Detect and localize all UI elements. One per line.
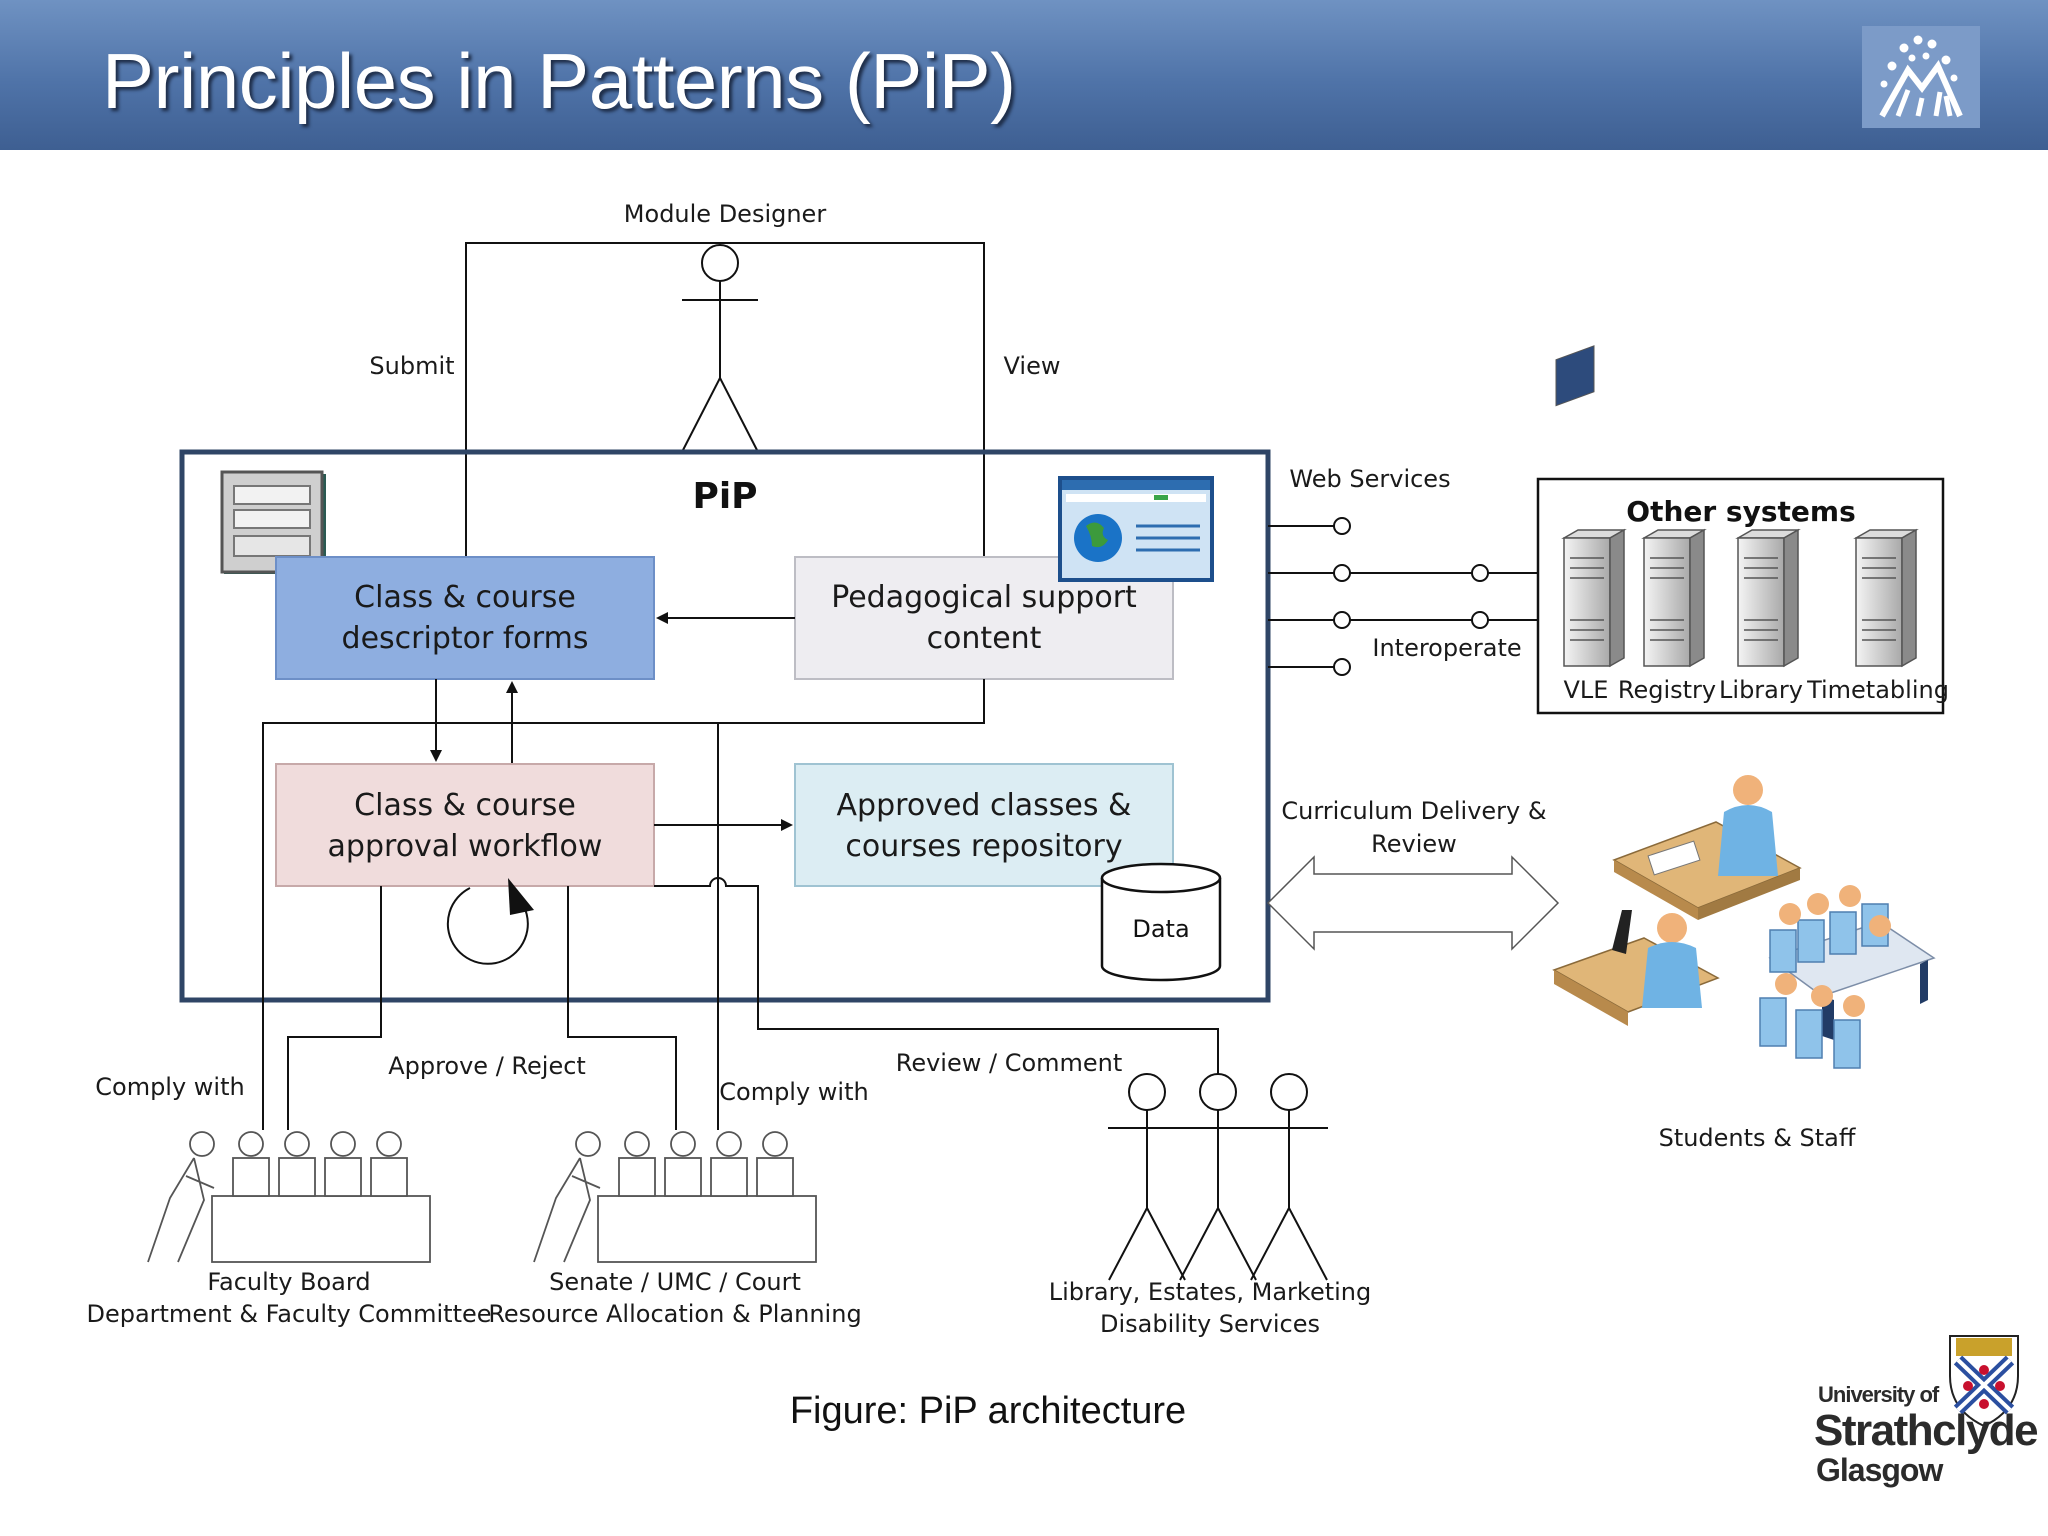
web-page-icon [1058,476,1214,582]
faculty-label-line2: Department & Faculty Committee [86,1300,491,1328]
approve-reject-label: Approve / Reject [388,1052,586,1080]
submit-view-connector [465,242,985,557]
submit-label: Submit [369,352,454,380]
review-comment-label: Review / Comment [896,1049,1123,1077]
pedagogical-label-line1: Pedagogical support [831,580,1137,615]
support-services-label-line2: Disability Services [1100,1310,1320,1338]
descriptor-forms-label-line1: Class & course [354,580,576,615]
curriculum-delivery-double-arrow [1266,855,1560,951]
module-designer-actor-icon [681,244,759,453]
data-store-label: Data [1132,915,1189,943]
repository-box [794,763,1174,887]
workflow-cycle-icon [446,878,534,965]
figure-caption: Figure: PiP architecture [789,1390,1187,1432]
strathclyde-logo: University of Strathclyde Glasgow [1810,1330,2039,1490]
pedagogical-label-line2: content [927,621,1042,656]
workflow-label-line1: Class & course [354,788,576,823]
university-emblem-icon [1862,26,1980,128]
comply-with-label-1: Comply with [95,1073,244,1101]
slide-header: Principles in Patterns (PiP) [0,0,2048,150]
approval-workflow-box [275,763,655,887]
system-registry: Registry [1618,676,1716,704]
repository-label-line1: Approved classes & [837,788,1132,823]
system-timetabling: Timetabling [1806,676,1949,704]
support-services-actors-icon [1108,1073,1328,1281]
stakeholder-connectors [262,679,1219,1130]
web-services-label: Web Services [1289,465,1450,493]
students-staff-label: Students & Staff [1659,1124,1856,1152]
senate-label-line1: Senate / UMC / Court [549,1268,801,1296]
server-icons [1561,528,1919,668]
support-services-label-line1: Library, Estates, Marketing [1049,1278,1372,1306]
other-systems-title: Other systems [1626,495,1855,528]
logo-line-glasgow: Glasgow [1816,1452,1943,1488]
data-store-icon [1100,862,1222,982]
pip-title: PiP [692,476,757,517]
repository-label-line2: courses repository [845,829,1122,864]
logo-line-strathclyde: Strathclyde [1814,1406,2039,1455]
web-services-interfaces [1268,517,1538,676]
slide-title: Principles in Patterns (PiP) [102,37,1016,125]
students-staff-illustration [1552,345,1936,1069]
system-vle: VLE [1564,676,1609,704]
module-designer-label: Module Designer [624,200,827,228]
curriculum-label-line2: Review [1371,830,1457,858]
comply-with-label-2: Comply with [719,1078,868,1106]
faculty-board-committee-icon [147,1131,431,1263]
descriptor-forms-box [275,556,655,680]
senate-label-line2: Resource Allocation & Planning [488,1300,861,1328]
logo-line-university-of: University of [1818,1382,1939,1407]
pip-system-boundary [179,449,1271,1003]
view-label: View [1004,352,1061,380]
senate-committee-icon [533,1131,817,1263]
system-library: Library [1719,676,1803,704]
descriptor-forms-label-line2: descriptor forms [342,621,589,656]
interoperate-label: Interoperate [1372,634,1521,662]
faculty-label-line1: Faculty Board [207,1268,370,1296]
curriculum-label-line1: Curriculum Delivery & [1281,797,1546,825]
workflow-label-line2: approval workflow [328,829,603,864]
university-crest-icon [1949,1335,2019,1428]
